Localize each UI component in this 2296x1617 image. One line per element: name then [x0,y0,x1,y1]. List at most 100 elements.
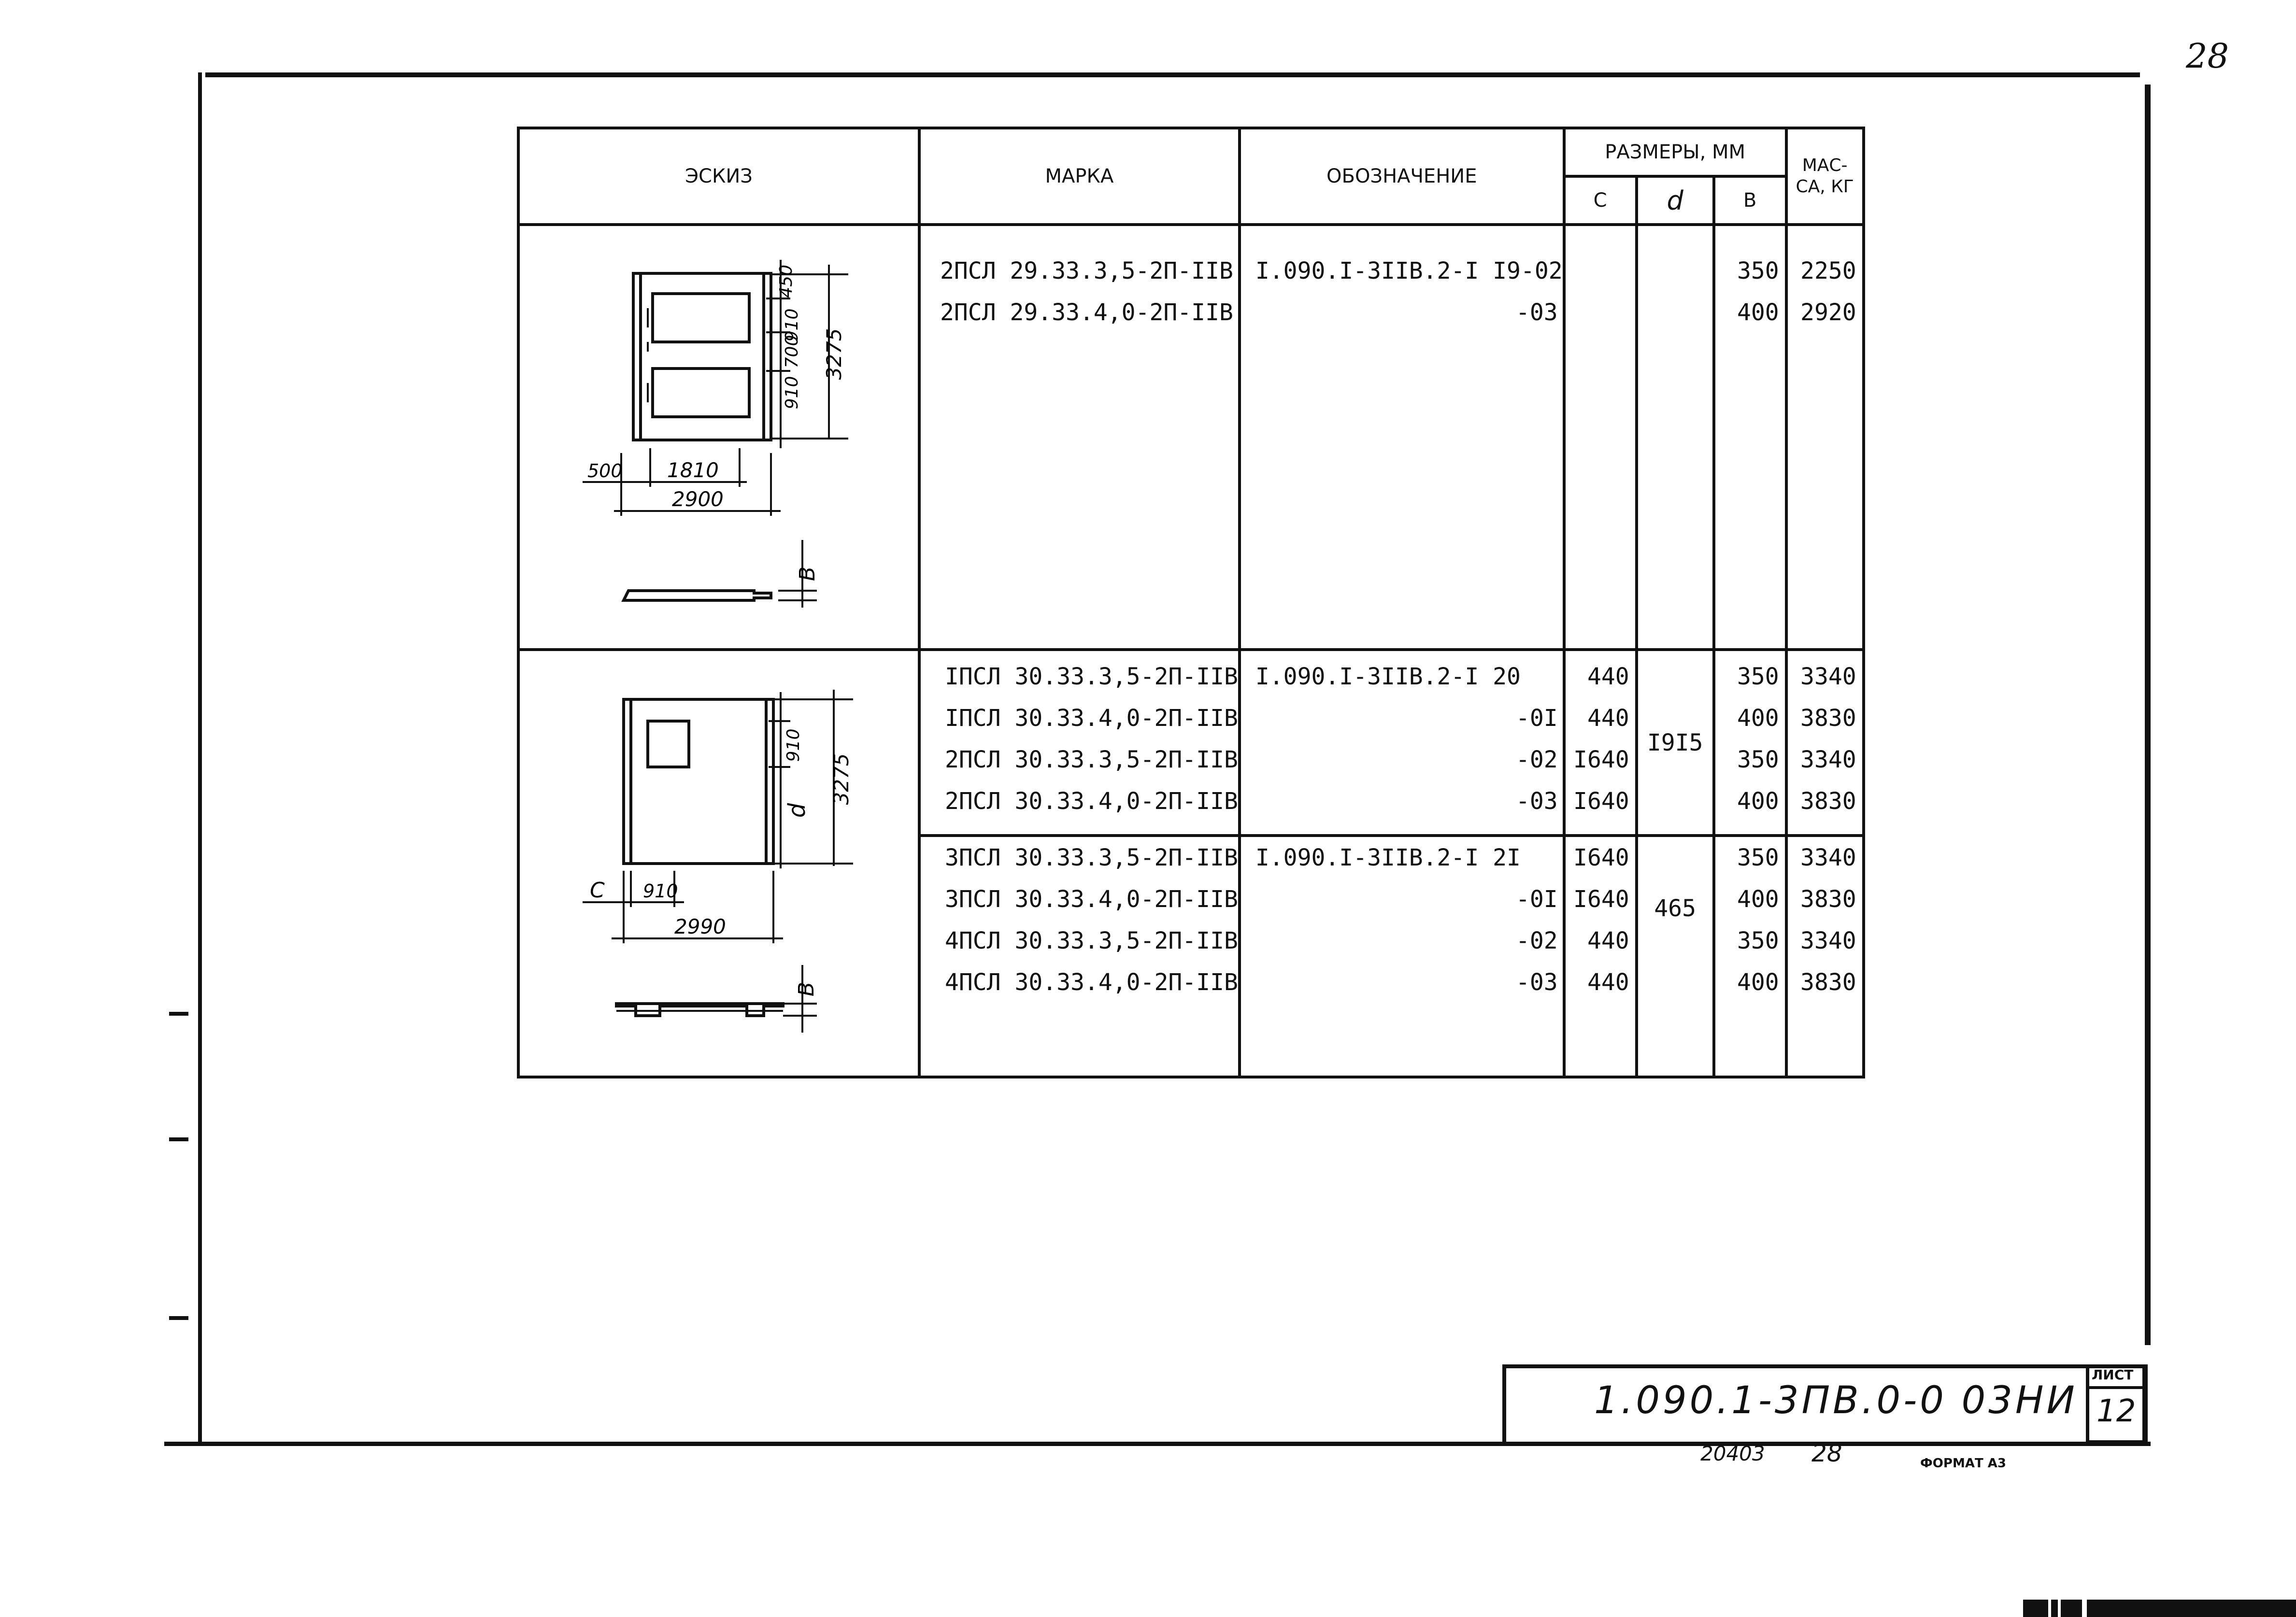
mark-list: 3ПСЛ 30.33.3,5-2П-IIВ 3ПСЛ 30.33.4,0-2П-… [918,834,1241,1078]
sheet-box [2086,1364,2146,1444]
mark-list: 2ПСЛ 29.33.3,5-2П-IIВ 2ПСЛ 29.33.4,0-2П-… [918,223,1241,651]
mark-item: 2ПСЛ 30.33.3,5-2П-IIВ [945,746,1238,773]
dim-c-value: I640 [1573,886,1629,913]
dim-c-value: 440 [1587,705,1629,732]
dim-b-value: 350 [1737,257,1779,284]
designation-item: -03 [1515,969,1558,996]
dim-label-910-horizontal: 910 [643,880,678,902]
mark-list: IПСЛ 30.33.3,5-2П-IIВ IПСЛ 30.33.4,0-2П-… [918,648,1241,837]
dim-label-2900: 2900 [672,487,724,511]
dim-label-500: 500 [587,460,623,482]
dim-c-value: 440 [1587,927,1629,954]
designation-item: I.090.I-3IIВ.2-I I9-02 [1255,257,1563,284]
mass-value: 3340 [1800,844,1856,871]
designation-list: I.090.I-3IIВ.2-I 2I -0I -02 -03 [1238,834,1566,1078]
mass-value: 3340 [1800,927,1856,954]
header-mark: МАРКА [918,127,1241,226]
dim-label-910-top: 910 [782,309,802,342]
fold-mark [169,1012,188,1016]
frame-top-border [205,72,2140,77]
mass-list: 3340 3830 3340 3830 [1784,834,1865,1078]
dim-b-value: 400 [1737,705,1779,732]
dim-label-450: 450 [776,265,796,298]
dim-label-2990: 2990 [674,915,726,938]
sketch-panel-1: 450 910 700 910 3275 500 1810 2900 В [517,223,921,651]
dim-b-list: 350 400 350 400 [1712,834,1788,1078]
mark-item: 2ПСЛ 30.33.4,0-2П-IIВ [945,788,1238,815]
dim-label-c: C [590,878,605,903]
header-dim-c: C [1562,175,1638,226]
designation-item: -02 [1515,927,1558,954]
mass-value: 3830 [1800,886,1856,913]
inventory-page: 28 [1811,1439,1842,1467]
mass-value: 3340 [1800,663,1856,690]
mass-value: 2920 [1800,299,1856,326]
mass-value: 3830 [1800,705,1856,732]
sheet-number: 12 [2096,1393,2136,1429]
dim-b-value: 350 [1737,663,1779,690]
dim-b-list: 350 400 350 400 [1712,648,1788,837]
sheet-label: ЛИСТ [2092,1367,2134,1383]
dim-label-910-bottom: 910 [782,376,802,410]
dim-b-value: 350 [1737,746,1779,773]
format-label: ФОРМАТ А3 [1920,1456,2006,1471]
mass-value: 3340 [1800,746,1856,773]
dim-b-value: 400 [1737,969,1779,996]
specification-table: ЭСКИЗ МАРКА ОБОЗНАЧЕНИЕ РАЗМЕРЫ, ММ МАС-… [517,127,1865,1078]
page-number: 28 [2186,36,2229,76]
dim-label-3275: 3275 [822,328,846,380]
scan-marker-gap [2058,1600,2061,1617]
header-dimensions: РАЗМЕРЫ, ММ [1562,127,1788,178]
scan-marker-gap [2048,1600,2051,1617]
dim-label-700: 700 [782,335,802,369]
dim-b-list: 350 400 [1712,223,1788,651]
dim-c-list [1562,223,1638,651]
header-dim-d: d [1635,175,1715,226]
sketch-drawing-1: 450 910 700 910 3275 500 1810 2900 В [583,260,848,608]
dim-c-value: 440 [1587,663,1629,690]
sketch-drawing-2: 910 d 3275 C 910 2990 В [583,690,853,1033]
dim-d-value: 465 [1635,834,1715,1078]
designation-item: I.090.I-3IIВ.2-I 2I [1255,844,1521,871]
header-dim-b: В [1712,175,1788,226]
dim-b-value: 400 [1737,886,1779,913]
dim-d-value: I9I5 [1635,648,1715,837]
title-block [1502,1364,2148,1446]
header-sketch: ЭСКИЗ [517,127,921,226]
header-mass: МАС-СА, КГ [1784,127,1865,226]
dim-c-value: I640 [1573,788,1629,815]
dim-label-1810: 1810 [667,458,719,482]
dim-b-value: 350 [1737,927,1779,954]
mark-item: 2ПСЛ 29.33.4,0-2П-IIВ [940,299,1233,326]
mark-item: 3ПСЛ 30.33.4,0-2П-IIВ [945,886,1238,913]
designation-item: -02 [1515,746,1558,773]
mark-item: IПСЛ 30.33.3,5-2П-IIВ [945,663,1238,690]
inventory-number: 20403 [1700,1442,1765,1465]
designation-item: -0I [1515,886,1558,913]
mass-value: 3830 [1800,969,1856,996]
dim-b-value: 400 [1737,788,1779,815]
designation-list: I.090.I-3IIВ.2-I 20 -0I -02 -03 [1238,648,1566,837]
designation-item: I.090.I-3IIВ.2-I 20 [1255,663,1521,690]
dim-b-value: 400 [1737,299,1779,326]
sketch-panel-2: 910 d 3275 C 910 2990 В [517,648,921,1078]
sheet-box-divider [2086,1386,2142,1389]
dim-label-b: В [795,567,820,581]
frame-right-border [2145,85,2151,1345]
designation-item: -03 [1515,299,1558,326]
dim-label-d: d [784,803,811,818]
designation-list: I.090.I-3IIВ.2-I I9-02 -03 [1238,223,1566,651]
header-designation: ОБОЗНАЧЕНИЕ [1238,127,1566,226]
mark-item: 4ПСЛ 30.33.4,0-2П-IIВ [945,969,1238,996]
dim-label-3275: 3275 [829,753,853,805]
mass-value: 3830 [1800,788,1856,815]
frame-bottom-border [164,1442,2151,1446]
mass-list: 2250 2920 [1784,223,1865,651]
dim-c-value: I640 [1573,746,1629,773]
mass-list: 3340 3830 3340 3830 [1784,648,1865,837]
mark-item: IПСЛ 30.33.4,0-2П-IIВ [945,705,1238,732]
scan-marker-bar [2023,1600,2296,1617]
fold-mark [169,1316,188,1320]
mark-item: 4ПСЛ 30.33.3,5-2П-IIВ [945,927,1238,954]
dim-label-b: В [794,982,819,996]
